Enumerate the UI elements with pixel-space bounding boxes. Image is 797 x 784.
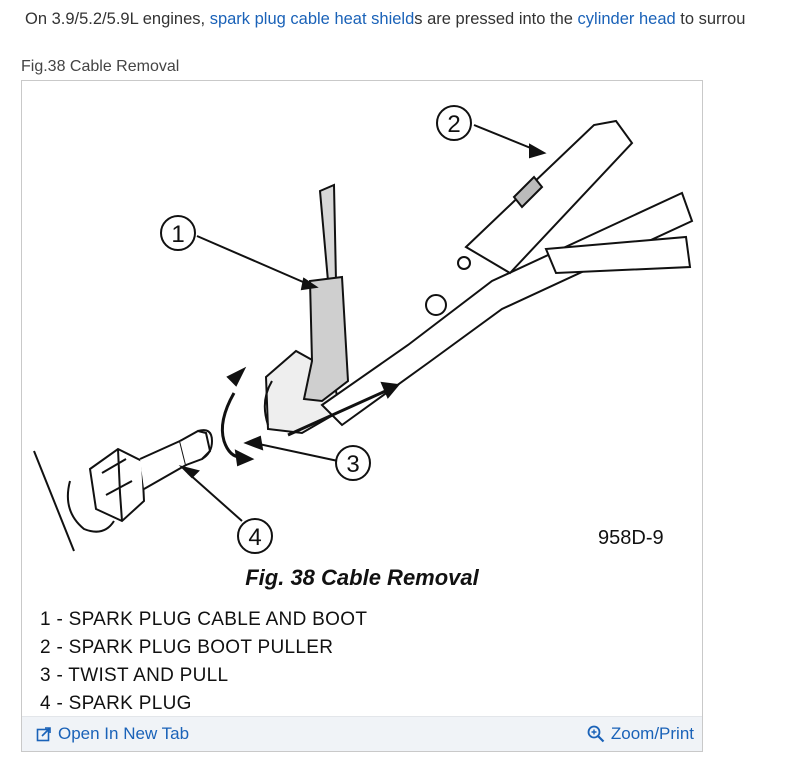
leader-1-head (300, 277, 319, 291)
callout-2-circle (436, 105, 472, 141)
leader-3 (253, 442, 339, 462)
leader-1 (196, 235, 311, 286)
zoom-print-label: Zoom/Print (610, 724, 694, 743)
figure-legend: 1 - SPARK PLUG CABLE AND BOOT 2 - SPARK … (40, 606, 367, 718)
intro-text-2: s are pressed into the (414, 10, 578, 28)
spark-plug-tip (197, 429, 214, 460)
figure-caption: Fig.38 Cable Removal (21, 58, 180, 75)
cylinder-head-link[interactable]: cylinder head (577, 10, 676, 28)
leader-2-head (529, 143, 547, 159)
spark-plug-terminal (179, 429, 212, 466)
legend-item: 2 - SPARK PLUG BOOT PULLER (40, 637, 334, 658)
leader-3-head (243, 435, 264, 451)
callout-1-circle (160, 215, 196, 251)
pull-arrow (287, 387, 391, 437)
leader-2 (473, 124, 539, 152)
figure-code: 958D-9 (598, 527, 664, 549)
puller-grip-band (512, 175, 544, 209)
plug-seat (66, 480, 115, 533)
spark-plug-hex (88, 447, 146, 523)
spark-plug-insulator (139, 439, 188, 490)
puller-handle (464, 119, 634, 275)
figure-toolbar: Open In New Tab Zoom/Print (22, 716, 702, 751)
twist-arrow (220, 392, 245, 459)
twist-arrowhead-bottom (234, 449, 255, 467)
intro-text-3: to surrou (675, 10, 746, 28)
callout-1: 1 (171, 221, 184, 248)
spark-plug-cable-heat-shield-link[interactable]: spark plug cable heat shield (209, 10, 415, 28)
legend-item: 3 - TWIST AND PULL (40, 665, 229, 686)
external-link-icon (36, 727, 51, 742)
spark-plug-cable (318, 183, 338, 282)
figure-container: 1 2 3 4 958D-9 Fig. 38 Cable Removal 1 -… (21, 80, 703, 752)
callout-2: 2 (447, 111, 460, 138)
callout-4: 4 (248, 524, 261, 551)
puller-pivot-hole (425, 294, 447, 316)
spark-plug-hex-facets (101, 448, 133, 522)
cable-removal-illustration[interactable]: 1 2 3 4 958D-9 (22, 81, 702, 561)
puller-lower-handle (544, 235, 692, 275)
twist-arrowhead-top (226, 366, 247, 387)
leader-4-head (178, 465, 200, 479)
callout-3-circle (335, 445, 371, 481)
puller-rivet (457, 256, 471, 270)
figure-title: Fig. 38 Cable Removal (245, 565, 479, 590)
open-in-new-tab-button[interactable]: Open In New Tab (36, 724, 189, 744)
cylinder-head-edge (33, 450, 75, 552)
boot-end (263, 380, 273, 426)
callout-3: 3 (346, 451, 359, 478)
zoom-icon (587, 725, 605, 743)
zoom-print-button[interactable]: Zoom/Print (587, 724, 694, 744)
leader-4 (187, 472, 243, 522)
open-in-new-tab-label: Open In New Tab (58, 724, 190, 743)
legend-item: 1 - SPARK PLUG CABLE AND BOOT (40, 609, 368, 630)
pull-arrowhead (380, 381, 400, 399)
cable-bend (302, 275, 350, 403)
legend-item: 4 - SPARK PLUG (40, 693, 192, 714)
intro-paragraph: On 3.9/5.2/5.9L engines, spark plug cabl… (25, 8, 797, 30)
callouts: 1 2 3 4 (160, 105, 472, 554)
intro-text-1: On 3.9/5.2/5.9L engines, (25, 10, 210, 28)
callout-4-circle (237, 518, 273, 554)
